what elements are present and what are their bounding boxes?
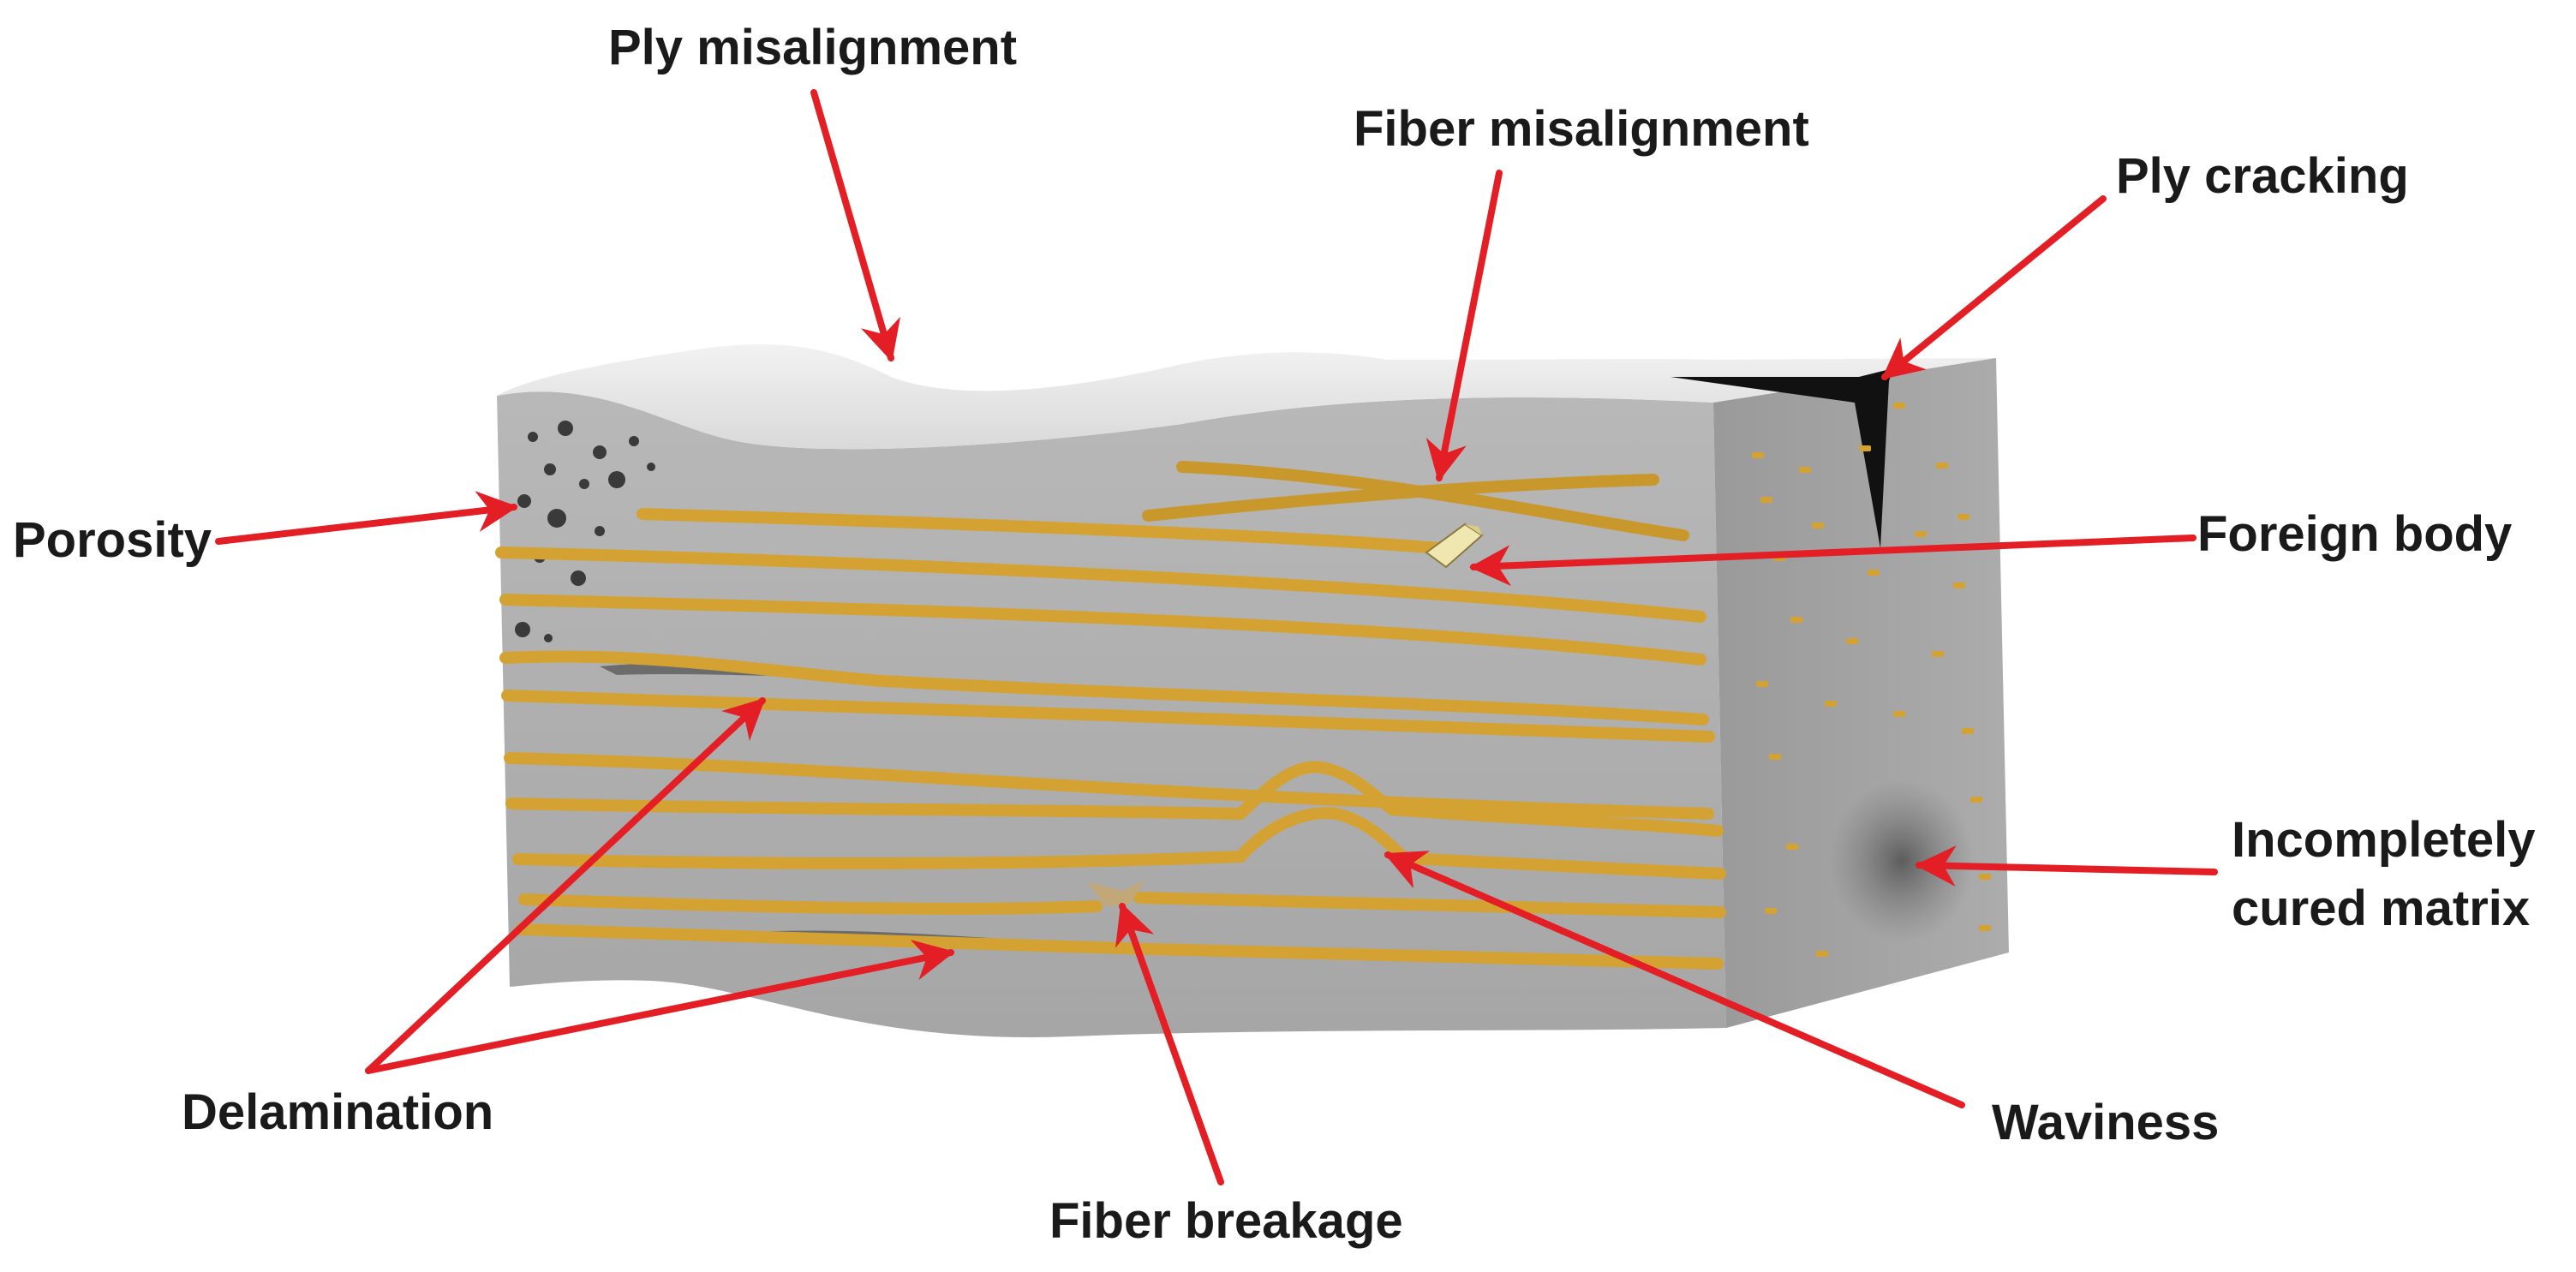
arrow-fiber-misalignment <box>1425 170 1503 482</box>
fiber-plies <box>495 508 1726 970</box>
arrow-porosity <box>215 491 518 545</box>
fiber-ply <box>512 807 1726 880</box>
arrow-delamination-lower <box>365 940 955 1074</box>
label-ply-cracking: Ply cracking <box>2116 148 2409 204</box>
side-fiber-ends <box>1752 403 1991 957</box>
arrow-ply-cracking <box>1881 195 2107 380</box>
arrow-fiber-breakage <box>1115 902 1224 1185</box>
label-ply-misalignment: Ply misalignment <box>608 20 1017 75</box>
ply-crack <box>1671 368 1893 548</box>
label-fiber-breakage: Fiber breakage <box>1049 1193 1403 1249</box>
labels: Ply misalignment Fiber misalignment Ply … <box>13 20 2536 1249</box>
block-top-face <box>497 343 1996 450</box>
fiber-ply <box>515 923 1724 970</box>
label-foreign-body: Foreign body <box>2197 506 2512 562</box>
label-delamination: Delamination <box>182 1084 493 1140</box>
arrow-incompletely-cured <box>1915 845 2218 887</box>
foreign-body-inclusion <box>1425 523 1484 569</box>
fiber-ply <box>518 893 1103 915</box>
fiber-ply <box>505 761 1724 837</box>
arrow-delamination-upper <box>365 697 766 1074</box>
misaligned-fibers <box>1142 461 1689 541</box>
arrow-waviness <box>1384 851 1965 1108</box>
fiber-ply <box>637 508 1445 554</box>
fiber-ply <box>495 546 1706 623</box>
label-incompletely-cured-line2: cured matrix <box>2232 881 2530 936</box>
porosity-voids <box>515 421 655 642</box>
composite-block <box>495 343 2009 1037</box>
label-incompletely-cured-line1: Incompletely <box>2232 812 2536 868</box>
fiber-ply <box>499 594 1706 666</box>
uncured-matrix-cloud <box>1829 779 1975 942</box>
arrow-foreign-body <box>1469 534 2196 587</box>
fiber-breakage-gap <box>1088 881 1144 906</box>
label-waviness: Waviness <box>1992 1095 2219 1150</box>
fiber-ply <box>504 752 1714 820</box>
fiber-ply <box>501 690 1715 743</box>
label-porosity: Porosity <box>13 512 212 568</box>
arrows <box>215 89 2218 1185</box>
fiber-ply <box>499 650 1709 726</box>
arrow-ply-misalignment <box>810 89 901 362</box>
label-fiber-misalignment: Fiber misalignment <box>1354 101 1809 157</box>
fiber-ply <box>1133 892 1726 918</box>
